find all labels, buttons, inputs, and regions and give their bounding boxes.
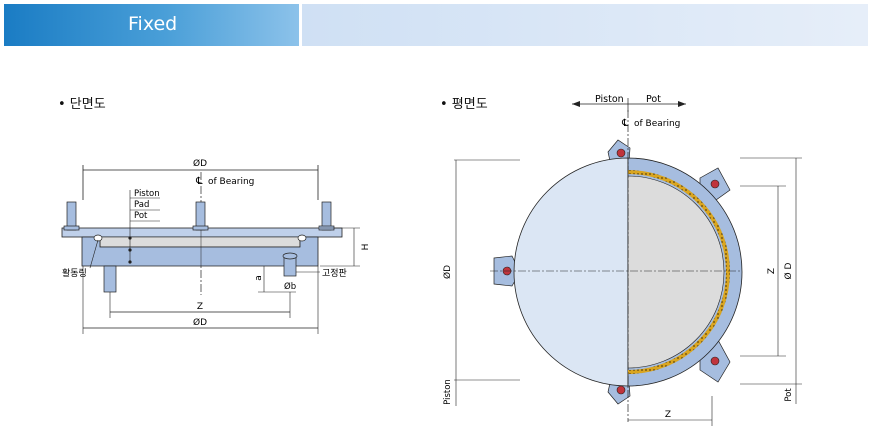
tab-fixed-label: Fixed (128, 13, 178, 35)
top-anchor-bolts (63, 201, 335, 231)
h-label: H (361, 244, 371, 251)
plan-piston-side-label: Piston (443, 379, 453, 405)
plan-pot-side-label: Pot (784, 388, 794, 402)
plan-z-right-label: Z (767, 268, 777, 274)
piston-label: Piston (134, 189, 160, 199)
a-label: a (254, 275, 264, 281)
section-view: ØD ℄ of Bearing (61, 158, 371, 334)
title-bar-fill (302, 4, 868, 46)
title-bar: Fixed (4, 4, 868, 46)
centerline-symbol: ℄ (195, 176, 203, 187)
plan-z-bottom-label: Z (665, 410, 671, 420)
plan-od-right-label: Ø D (783, 262, 794, 279)
slide-ring-label: 활동링 (62, 267, 87, 279)
plan-centerline-symbol: ℄ (621, 118, 629, 129)
bottom-anchor-bolt-left (103, 265, 117, 293)
od-bottom-label: ØD (193, 317, 207, 328)
section-centerline-label: of Bearing (208, 177, 254, 187)
bolt-markers (502, 148, 720, 395)
pad-label: Pad (134, 200, 149, 210)
plan-view: Piston Pot ℄ of Bearing (442, 94, 802, 426)
sealing-ring (627, 170, 730, 374)
section-title-section-view: • 단면도 (58, 97, 106, 112)
od-top-label: ØD (193, 158, 207, 169)
pad-half-disc (627, 175, 725, 369)
z-label-left: Z (197, 302, 203, 312)
plan-centerline-label: of Bearing (634, 119, 680, 129)
pot-label: Pot (134, 211, 148, 221)
plan-piston-label: Piston (595, 94, 624, 105)
plan-od-left-label: ØD (442, 265, 453, 279)
section-title-plan-view: • 평면도 (440, 97, 488, 112)
tab-fixed[interactable]: Fixed (4, 4, 299, 46)
piston-half-disc (513, 157, 629, 387)
b-label: Øb (284, 281, 296, 292)
plan-pot-label: Pot (646, 94, 661, 105)
fixing-plate-label: 고정판 (322, 268, 347, 279)
